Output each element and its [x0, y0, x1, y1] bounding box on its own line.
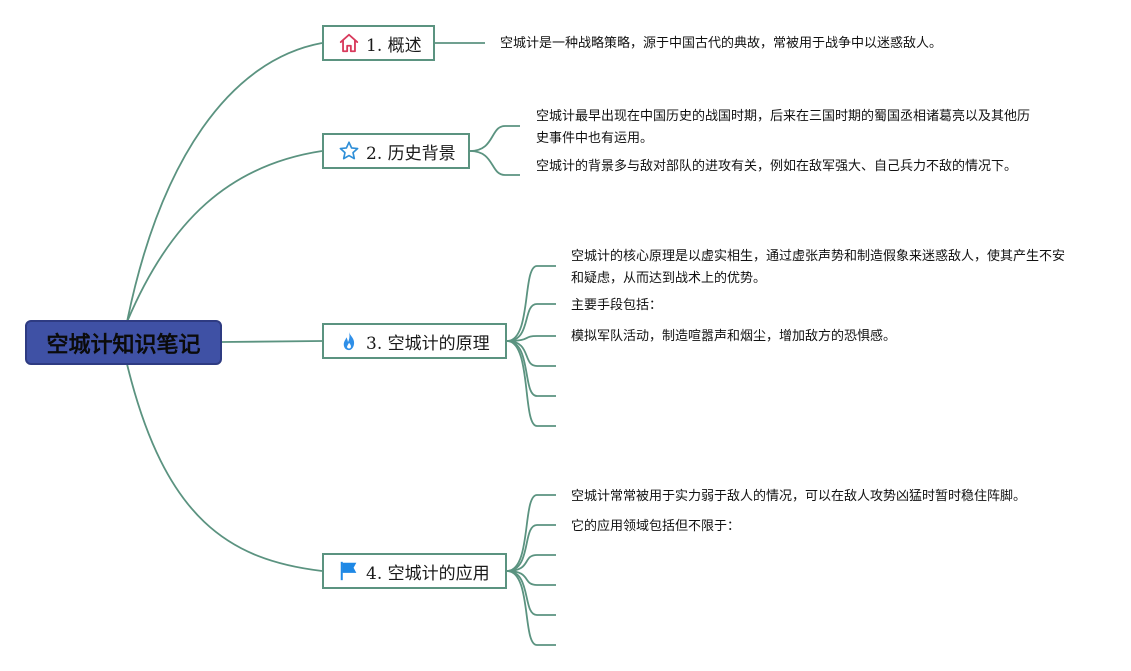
topic-overview[interactable]: 1. 概述: [322, 25, 435, 61]
leaf-text: 空城计是一种战略策略，源于中国古代的典故，常被用于战争中以迷惑敌人。: [500, 36, 943, 51]
leaf-link: [506, 570, 556, 616]
leaf-text: 模拟军队活动，制造喧嚣声和烟尘，增加敌方的恐惧感。: [571, 329, 897, 344]
star-icon: [338, 140, 360, 162]
root-link: [126, 363, 323, 572]
leaf-link: [506, 524, 556, 572]
flag-icon: [338, 560, 360, 582]
leaf-link: [506, 303, 556, 342]
leaf-text: 主要手段包括：: [571, 298, 663, 313]
leaf-link: [469, 125, 520, 152]
root-link: [126, 150, 323, 323]
leaf-link: [506, 570, 556, 646]
leaf-text: 空城计常常被用于实力弱于敌人的情况，可以在敌人攻势凶猛时暂时稳住阵脚。: [571, 489, 1027, 504]
leaf-link: [469, 150, 520, 176]
root-link: [126, 42, 323, 323]
topic-label: 3. 空城计的原理: [366, 333, 490, 354]
root-topic[interactable]: 空城计知识笔记: [25, 320, 222, 365]
leaf-link: [506, 554, 556, 572]
leaf-text: 空城计的核心原理是以虚实相生，通过虚张声势和制造假象来迷惑敌人，使其产生不安和疑…: [571, 249, 1066, 286]
topic-principle[interactable]: 3. 空城计的原理: [322, 323, 507, 359]
leaf-text: 空城计最早出现在中国历史的战国时期，后来在三国时期的蜀国丞相诸葛亮以及其他历史事…: [536, 109, 1031, 146]
topic-label: 4. 空城计的应用: [366, 563, 490, 584]
topic-application[interactable]: 4. 空城计的应用: [322, 553, 507, 589]
leaf-text: 空城计的背景多与敌对部队的进攻有关，例如在敌军强大、自己兵力不敌的情况下。: [536, 159, 1018, 174]
topic-label: 2. 历史背景: [366, 143, 456, 164]
leaf-link: [506, 494, 556, 572]
home-icon: [338, 32, 360, 54]
leaf-link: [506, 340, 556, 367]
leaf-link: [506, 265, 556, 342]
root-topic-label: 空城计知识笔记: [46, 332, 201, 358]
leaf-text: 它的应用领域包括但不限于：: [571, 519, 741, 534]
topic-history[interactable]: 2. 历史背景: [322, 133, 470, 169]
leaf-link: [506, 340, 556, 427]
topic-label: 1. 概述: [366, 35, 422, 56]
flame-icon: [338, 330, 360, 352]
leaf-link: [506, 340, 556, 397]
root-link: [221, 340, 323, 343]
